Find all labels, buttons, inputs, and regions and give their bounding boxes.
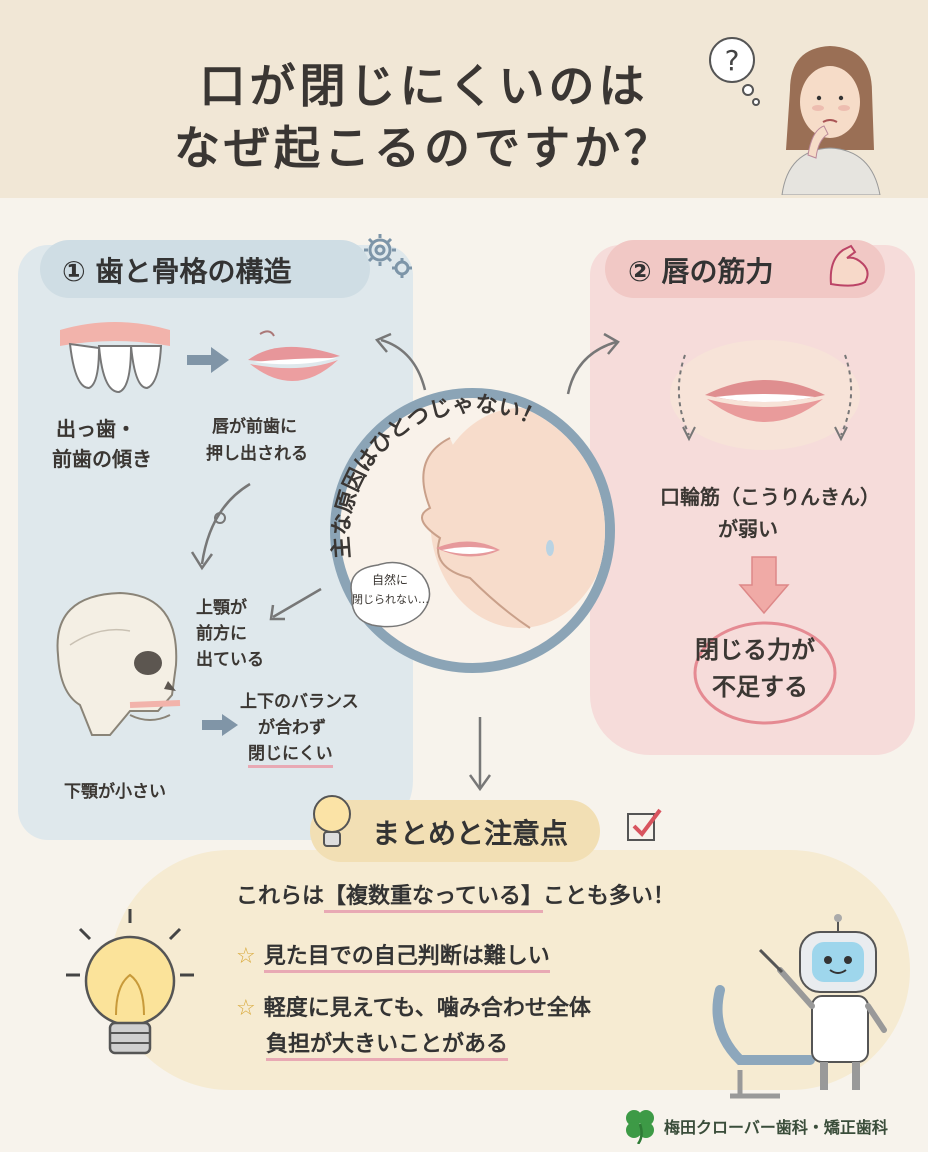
section1-title: ① 歯と骨格の構造	[62, 255, 292, 288]
arrow-down-icon	[738, 555, 790, 615]
page-title-line1: 口が閉じにくいのは	[199, 59, 649, 113]
arrow-down-center-icon	[465, 715, 495, 793]
section1-title-tag	[40, 240, 370, 298]
balance-label-3: 閉じにくい	[248, 744, 333, 768]
curved-arrow-down-icon	[180, 478, 260, 578]
summary-title: まとめと注意点	[372, 817, 569, 850]
star-icon: ☆	[236, 944, 256, 969]
center-arc-caption: 主な原因はひとつじゃない！	[320, 378, 625, 683]
section2-title: ② 唇の筋力	[628, 255, 774, 288]
lips-illustration	[240, 322, 350, 402]
lips-label-2: 押し出される	[206, 444, 308, 464]
teeth-label-2: 前歯の傾き	[52, 447, 152, 471]
summary-line1-emph: 【複数重なっている】	[324, 884, 543, 913]
result-label-2: 不足する	[712, 673, 808, 701]
skull-illustration	[40, 585, 190, 755]
protruding-teeth-illustration	[55, 318, 175, 398]
teeth-label-1: 出っ歯・	[56, 417, 136, 441]
star-icon: ☆	[236, 996, 256, 1021]
mandible-label: 下顎が小さい	[64, 782, 166, 802]
summary-point2-line1: 軽度に見えても、噛み合わせ全体	[263, 996, 591, 1021]
pointer-arrow-icon	[265, 585, 325, 625]
result-ring	[690, 618, 840, 728]
gear-icon	[360, 230, 416, 280]
arrow-right-icon	[185, 345, 231, 375]
result-label-1: 閉じる力が	[695, 636, 815, 664]
summary-title-tag	[310, 800, 600, 862]
summary-line1-pre: これらは	[236, 884, 325, 909]
bubble-line1: 自然に	[371, 573, 408, 587]
lips-label-1: 唇が前歯に	[212, 417, 297, 437]
curved-arrow-left-icon	[365, 330, 435, 400]
header-banner	[0, 0, 928, 198]
arrow-right-small-icon	[200, 712, 240, 738]
arc-text: 主な原因はひとつじゃない！	[329, 392, 546, 559]
balance-label-2: が合わず	[258, 718, 326, 738]
weak-lips-illustration	[665, 335, 865, 455]
balance-label-1: 上下のバランス	[240, 692, 359, 712]
summary-line1-post: ことも多い！	[542, 884, 675, 909]
maxilla-label-2: 前方に	[196, 624, 247, 644]
maxilla-label-1: 上顎が	[196, 598, 247, 618]
summary-panel	[110, 850, 910, 1090]
bubble-line2: 閉じられない…	[352, 593, 429, 606]
page-title-line2: なぜ起こるのですか？	[174, 121, 674, 175]
clinic-name: 梅田クローバー歯科・矯正歯科	[664, 1118, 888, 1137]
clover-icon	[620, 1104, 660, 1144]
muscle-label-2: が弱い	[718, 517, 778, 541]
summary-point1: 見た目での自己判断は難しい	[263, 944, 550, 973]
question-bubble-icon: ?	[709, 37, 760, 106]
muscle-label-1: 口輪筋（こうりんきん）	[660, 485, 880, 509]
worried-woman-illustration: ?	[690, 30, 890, 195]
lightbulb-icon	[60, 905, 200, 1075]
checkbox-icon	[622, 804, 666, 848]
curved-arrow-right-icon	[560, 330, 630, 400]
lightbulb-small-icon	[310, 790, 354, 856]
svg-text:?: ?	[725, 44, 740, 77]
section2-panel	[590, 245, 915, 755]
thought-bubble: 自然に 閉じられない…	[342, 555, 438, 635]
maxilla-label-3: 出ている	[196, 650, 264, 670]
summary-point2-line2: 負担が大きいことがある	[266, 1032, 509, 1061]
flexed-arm-icon	[825, 240, 877, 290]
robot-dentist-icon	[700, 910, 910, 1100]
